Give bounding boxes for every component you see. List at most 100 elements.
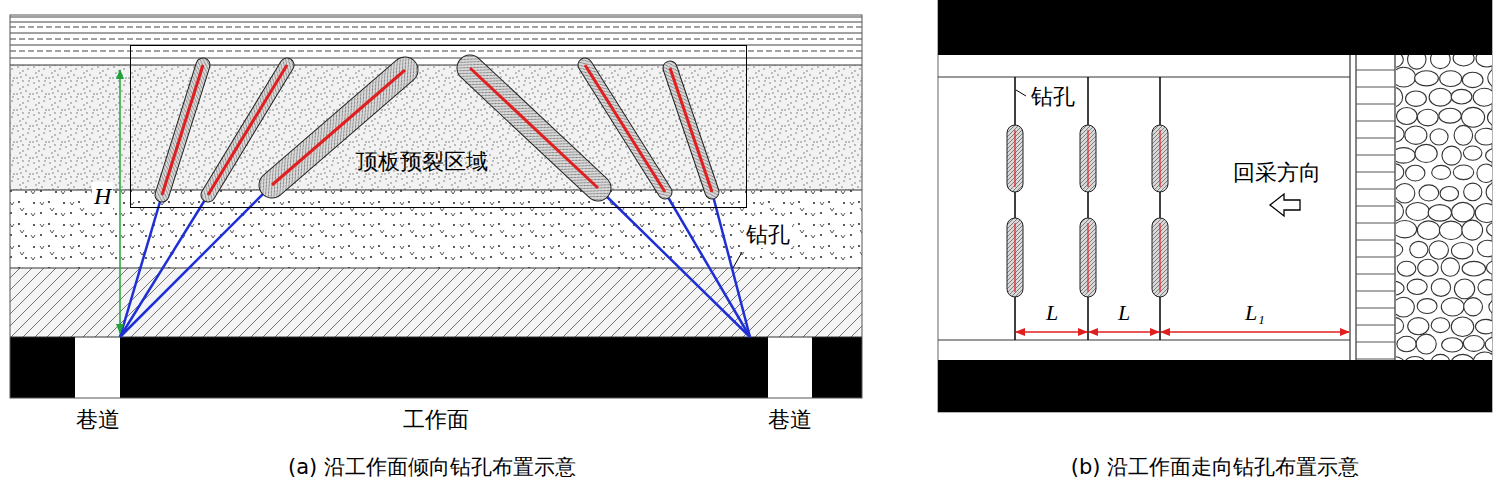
goaf-rock — [1462, 107, 1485, 127]
subfigure-caption: (b) 沿工作面走向钻孔布置示意 — [1071, 455, 1359, 480]
goaf-rock — [1397, 336, 1416, 351]
panel-b — [938, 0, 1500, 412]
fracture-zone — [1007, 218, 1023, 297]
direction-label: 回采方向 — [1231, 160, 1323, 186]
borehole-label: 钻孔 — [744, 222, 792, 248]
goaf-rock — [1453, 55, 1474, 66]
goaf-rock — [1410, 241, 1428, 257]
goaf-rock — [1473, 88, 1492, 106]
sandstone-layer — [10, 65, 862, 190]
goaf-rock — [1463, 336, 1484, 352]
goaf-rock — [1397, 107, 1418, 124]
borehole-line — [665, 192, 750, 337]
layer-boundary — [10, 190, 862, 191]
goaf-rock — [1419, 185, 1439, 201]
panel-frame — [10, 15, 862, 398]
charge-section — [1087, 130, 1088, 187]
layer-boundary — [10, 65, 862, 66]
goaf-rock — [1405, 356, 1426, 360]
goaf-rock — [1441, 258, 1459, 276]
goaf-rock — [1486, 182, 1492, 201]
goaf-rock — [1442, 338, 1463, 352]
charge-section — [670, 68, 712, 192]
region-box: 顶板预裂区域 — [130, 45, 747, 208]
spacing-dimension — [1161, 331, 1349, 333]
borehole-line — [120, 195, 208, 337]
goaf-rock — [1451, 89, 1472, 104]
goaf-rock — [1462, 261, 1485, 276]
goaf-rock — [1396, 183, 1415, 203]
subfigure-caption: (a) 沿工作面倾向钻孔布置示意 — [288, 455, 576, 480]
goaf-rock — [1439, 108, 1461, 123]
goaf-rock — [1441, 298, 1464, 316]
goaf-rock — [1486, 261, 1492, 275]
height-dimension — [119, 70, 121, 333]
goaf-rock — [1396, 357, 1405, 360]
dimension-label: L₁ — [1245, 300, 1265, 326]
leader-line — [733, 252, 742, 268]
goaf-rock — [1451, 243, 1473, 259]
goaf-rock — [1431, 279, 1450, 297]
support-edge — [1349, 55, 1350, 360]
goaf-rock — [1475, 319, 1492, 334]
charge-section — [585, 65, 665, 192]
strata-line — [10, 27, 862, 28]
goaf-rock — [1406, 202, 1429, 220]
fracture-zone — [1152, 218, 1168, 297]
support-shield — [1356, 342, 1395, 343]
siltstone-layer — [10, 190, 862, 268]
fracture-zone — [1080, 125, 1096, 192]
goaf — [1396, 55, 1492, 360]
fracture-zone — [1007, 125, 1023, 192]
goaf-rock — [1453, 165, 1473, 180]
goaf-rock — [1396, 318, 1404, 334]
coal-seam — [10, 337, 862, 398]
goaf-rock — [1396, 148, 1415, 164]
strata-line — [10, 22, 862, 23]
goaf-rock — [1463, 146, 1481, 160]
strata-line — [10, 58, 862, 59]
support-edge — [1355, 55, 1356, 360]
goaf-rock — [1417, 221, 1440, 240]
goaf-rock — [1397, 261, 1416, 276]
support-shield — [1356, 70, 1395, 71]
goaf-rock — [1429, 88, 1452, 106]
goaf-rock — [1464, 183, 1482, 201]
goaf-rock — [1396, 202, 1403, 221]
goaf-rock — [1396, 243, 1403, 257]
leader-line — [1016, 90, 1026, 96]
roadway-edge — [938, 340, 1350, 341]
support-shield — [1356, 87, 1395, 88]
goaf-rock — [1442, 146, 1461, 165]
goaf-rock — [1431, 354, 1450, 360]
fracture-zone — [661, 59, 721, 201]
strata-line — [10, 39, 862, 40]
roadway-edge — [938, 77, 1350, 78]
goaf-rock — [1396, 87, 1403, 107]
support-shield — [1356, 104, 1395, 105]
strata-line — [10, 33, 862, 34]
goaf-rock — [1440, 71, 1462, 87]
goaf-rock — [1405, 126, 1427, 144]
goaf-rock — [1489, 299, 1492, 315]
goaf-rock — [1417, 299, 1437, 314]
goaf-rock — [1477, 164, 1492, 183]
borehole-line — [1014, 77, 1016, 340]
support-shield — [1356, 359, 1395, 360]
support-shield — [1356, 274, 1395, 275]
support-shield — [1356, 240, 1395, 241]
support-shield — [1356, 172, 1395, 173]
goaf-rock — [1396, 281, 1404, 295]
goaf-rock — [1396, 67, 1416, 87]
support-edge — [1394, 55, 1395, 360]
strata-line — [10, 17, 862, 18]
charge-section — [1159, 130, 1160, 187]
layer-boundary — [10, 337, 862, 338]
goaf-rock — [1406, 165, 1425, 181]
charge-section — [1087, 223, 1088, 292]
top-strata — [10, 15, 862, 65]
fracture-zone — [153, 56, 212, 204]
support-shield — [1356, 121, 1395, 122]
borehole-line — [1087, 77, 1089, 340]
goaf-rock — [1408, 318, 1429, 335]
